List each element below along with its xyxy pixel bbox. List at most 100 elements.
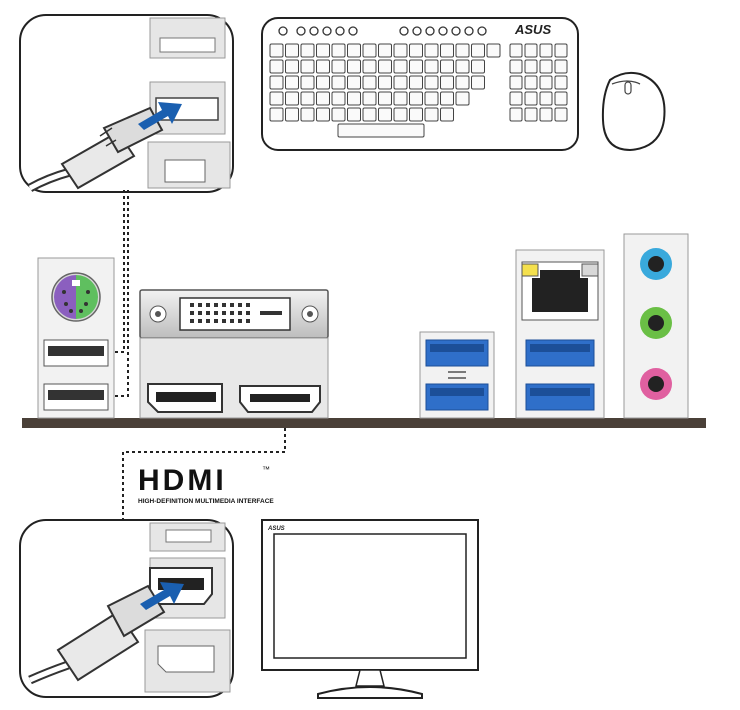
keyboard-key	[424, 75, 439, 90]
keyboard-key	[269, 75, 284, 90]
keyboard-key	[285, 107, 299, 122]
dvi-pin	[206, 311, 210, 315]
dvi-pin	[222, 311, 226, 315]
dvi-pin	[214, 319, 218, 323]
keyboard-key	[471, 43, 485, 58]
hdmi-logo: HDMI ™ HIGH-DEFINITION MULTIMEDIA INTERF…	[138, 464, 274, 505]
lan-usb3-stack	[515, 249, 605, 419]
keyboard: ASUS	[261, 17, 579, 151]
dvi-pin	[206, 319, 210, 323]
dvi-pin	[222, 319, 226, 323]
dvi-pin	[214, 311, 218, 315]
dvi-pin	[190, 319, 194, 323]
dvi-pin	[198, 303, 202, 307]
numpad-key	[554, 91, 568, 106]
numpad-key	[539, 107, 553, 122]
hdmi-inset-panel	[19, 519, 234, 698]
usb3-port	[525, 383, 595, 411]
keyboard-key	[285, 59, 299, 74]
keyboard-key	[331, 91, 346, 106]
keyboard-key	[269, 43, 284, 58]
keyboard-key	[300, 43, 315, 58]
mouse	[601, 71, 666, 152]
keyboard-key	[331, 107, 346, 122]
numpad-key	[524, 59, 538, 74]
keyboard-key	[362, 107, 377, 122]
keyboard-key	[347, 75, 361, 90]
keyboard-keys	[269, 43, 568, 138]
numpad-key	[509, 75, 523, 90]
keyboard-key	[378, 91, 392, 106]
keyboard-key	[285, 75, 299, 90]
numpad-key	[509, 107, 523, 122]
keyboard-key	[440, 59, 454, 74]
keyboard-key	[455, 43, 470, 58]
numpad-key	[554, 59, 568, 74]
keyboard-key	[331, 75, 346, 90]
keyboard-key	[393, 75, 408, 90]
keyboard-key	[269, 91, 284, 106]
keyboard-key	[409, 91, 423, 106]
keyboard-key	[362, 59, 377, 74]
keyboard-brand: ASUS	[514, 22, 551, 37]
keyboard-key	[424, 107, 439, 122]
keyboard-key	[316, 59, 330, 74]
dvi-pin	[238, 311, 242, 315]
keyboard-key	[393, 107, 408, 122]
dvi-pin	[214, 303, 218, 307]
dvi-pin	[230, 311, 234, 315]
numpad-key	[524, 107, 538, 122]
usb3-stack	[419, 331, 495, 419]
dvi-pin	[222, 303, 226, 307]
dvi-pin	[206, 303, 210, 307]
keyboard-key	[393, 43, 408, 58]
hdmi-plug	[28, 584, 166, 685]
dvi-pin	[198, 319, 202, 323]
keyboard-key	[316, 75, 330, 90]
keyboard-key	[440, 43, 454, 58]
dvi-pin	[246, 319, 250, 323]
video-ports	[139, 289, 329, 419]
dvi-pin	[238, 319, 242, 323]
keyboard-key	[393, 59, 408, 74]
io-shield-bar	[22, 418, 706, 428]
keyboard-key	[362, 75, 377, 90]
keyboard-key	[378, 75, 392, 90]
numpad-key	[554, 43, 568, 58]
keyboard-key	[378, 107, 392, 122]
keyboard-key	[471, 59, 485, 74]
keyboard-key	[440, 107, 454, 122]
keyboard-key	[300, 75, 315, 90]
numpad-key	[539, 43, 553, 58]
keyboard-key	[455, 59, 470, 74]
numpad-key	[539, 75, 553, 90]
numpad-key	[524, 91, 538, 106]
keyboard-key	[362, 91, 377, 106]
dvi-pin	[230, 319, 234, 323]
keyboard-key	[378, 59, 392, 74]
usb3-port	[525, 339, 595, 367]
keyboard-key	[378, 43, 392, 58]
keyboard-key	[455, 91, 470, 106]
dvi-pin	[230, 303, 234, 307]
keyboard-key	[300, 91, 315, 106]
keyboard-key	[316, 91, 330, 106]
numpad-key	[524, 75, 538, 90]
keyboard-key	[409, 107, 423, 122]
keyboard-key	[409, 59, 423, 74]
usb3-port	[425, 383, 489, 411]
keyboard-key	[440, 91, 454, 106]
dvi-pin	[190, 303, 194, 307]
numpad-key	[539, 91, 553, 106]
keyboard-key	[285, 91, 299, 106]
keyboard-key	[347, 59, 361, 74]
keyboard-key	[393, 91, 408, 106]
keyboard-key	[269, 107, 284, 122]
numpad-key	[509, 59, 523, 74]
usb3-port	[425, 339, 489, 367]
keyboard-key	[269, 59, 284, 74]
dvi-pin	[246, 303, 250, 307]
keyboard-key	[424, 59, 439, 74]
keyboard-key	[285, 43, 299, 58]
